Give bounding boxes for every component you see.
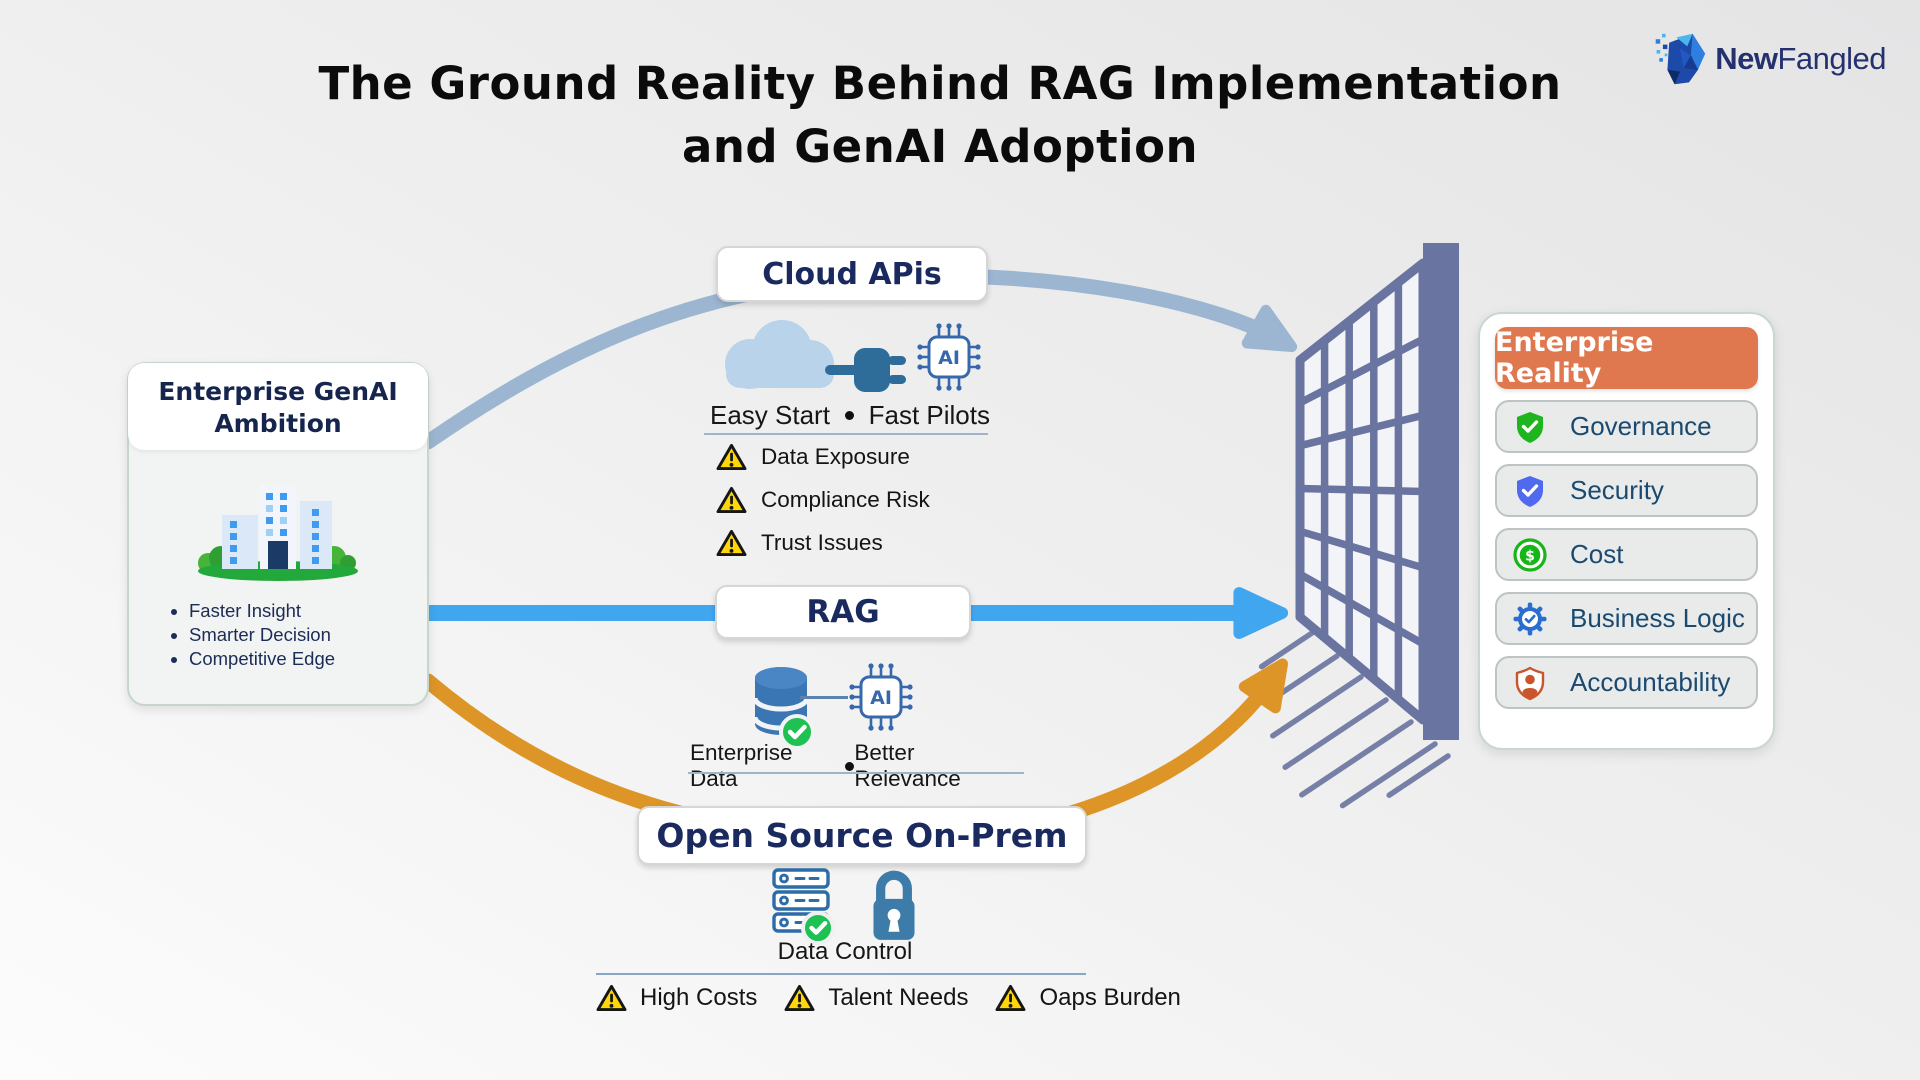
page-title-line2: and GenAI Adoption — [681, 120, 1199, 173]
warning-icon — [596, 984, 627, 1012]
dot-separator — [845, 761, 855, 771]
brand-head-icon — [1655, 33, 1706, 85]
warning-icon — [716, 443, 747, 471]
brand-logo: NewFangled — [1653, 30, 1886, 88]
brand-name-bold: New — [1715, 41, 1778, 76]
svg-text:$: $ — [1525, 548, 1535, 564]
onprem-risk-row: High Costs Talent Needs Oaps Burden — [596, 984, 1208, 1012]
ai-chip-icon: AI — [917, 323, 981, 391]
cloud-risk-row: Trust Issues — [716, 529, 883, 557]
reality-item-business-logic: Business Logic — [1495, 592, 1758, 645]
onprem-risk: Oaps Burden — [995, 984, 1181, 1012]
reality-item-governance: Governance — [1495, 400, 1758, 453]
onprem-risk: High Costs — [596, 984, 757, 1012]
ambition-bullet-list: Faster Insight Smarter Decision Competit… — [129, 599, 427, 671]
ambition-bullet: Competitive Edge — [189, 647, 427, 671]
rag-benefit-right: Better Relevance — [854, 740, 961, 791]
office-building-illustration — [129, 457, 427, 589]
gear-check-blue-icon — [1513, 602, 1547, 635]
dot-separator — [844, 411, 854, 420]
cloud-risk-row: Compliance Risk — [716, 486, 930, 514]
page-title: The Ground Reality Behind RAG Implementa… — [0, 52, 1880, 178]
warning-icon — [784, 984, 815, 1012]
cloud-plug-icon — [725, 320, 906, 392]
onprem-benefit: Data Control — [777, 938, 913, 965]
divider-line — [704, 433, 988, 435]
shield-check-green-icon — [1517, 411, 1543, 443]
person-shield-orange-icon — [1515, 666, 1545, 700]
cloud-benefit-right: Fast Pilots — [868, 400, 990, 430]
divider-line — [688, 772, 1024, 774]
svg-text:AI: AI — [870, 687, 892, 709]
warning-icon — [716, 529, 747, 557]
ambition-bullet: Faster Insight — [189, 599, 427, 623]
rag-benefit-left: Enterprise Data — [690, 740, 793, 791]
dollar-circle-green-icon: $ — [1513, 537, 1547, 572]
reality-item-cost: $ Cost — [1495, 528, 1758, 581]
svg-text:AI: AI — [938, 347, 960, 369]
enterprise-reality-panel: Enterprise Reality Governance Security $… — [1478, 312, 1775, 750]
cloud-benefits: Easy Start Fast Pilots — [710, 400, 990, 431]
cloud-risk-row: Data Exposure — [716, 443, 910, 471]
ambition-card-title: Enterprise GenAI Ambition — [128, 363, 428, 450]
server-check-icon — [772, 868, 835, 945]
brand-name: NewFangled — [1715, 41, 1886, 77]
rag-benefits: Enterprise Data Better Relevance — [690, 740, 1026, 792]
onprem-risk: Talent Needs — [784, 984, 968, 1012]
divider-line — [596, 973, 1086, 975]
cloud-apis-label: Cloud APis — [716, 246, 988, 302]
page-title-line1: The Ground Reality Behind RAG Implementa… — [318, 57, 1562, 110]
brick-wall-illustration — [1258, 243, 1459, 809]
lock-icon — [873, 870, 915, 940]
rag-label: RAG — [715, 585, 971, 639]
brand-name-light: Fangled — [1777, 41, 1886, 76]
database-check-icon — [752, 667, 815, 750]
shield-check-blue-icon — [1517, 475, 1543, 507]
warning-icon — [996, 984, 1026, 1012]
reality-item-security: Security — [1495, 464, 1758, 517]
ambition-bullet: Smarter Decision — [189, 623, 427, 647]
ai-chip-icon: AI — [849, 663, 913, 731]
reality-item-accountability: Accountability — [1495, 656, 1758, 709]
ambition-card: Enterprise GenAI Ambition — [127, 362, 429, 706]
connector-line — [800, 696, 848, 699]
warning-icon — [716, 486, 747, 514]
onprem-label: Open Source On-Prem — [637, 806, 1087, 865]
cloud-benefit-left: Easy Start — [710, 400, 830, 430]
enterprise-reality-header: Enterprise Reality — [1495, 327, 1758, 389]
